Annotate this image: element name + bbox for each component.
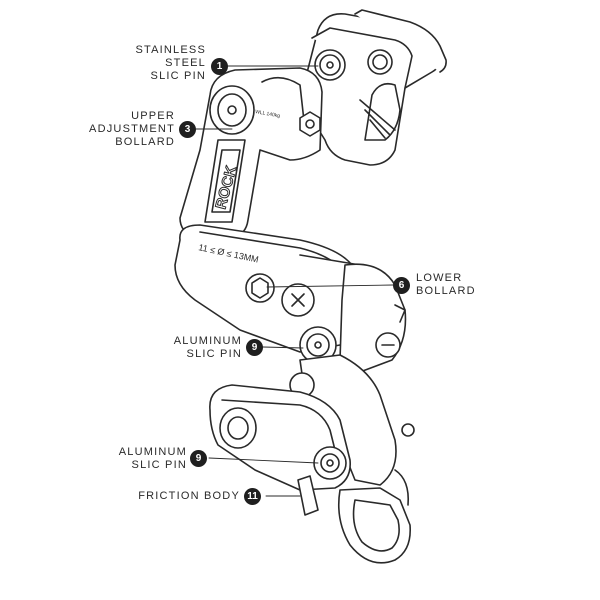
lower-link bbox=[289, 354, 397, 486]
stainless-slic-pin-graphic bbox=[314, 49, 393, 81]
aluminum-slic-pin-lower-graphic bbox=[313, 446, 347, 480]
callout-number-6: 6 bbox=[393, 277, 410, 294]
callout-number-1: 1 bbox=[211, 58, 228, 75]
side-cam bbox=[339, 263, 407, 373]
upper-adjustment-bollard-graphic bbox=[209, 85, 321, 137]
aluminum-slic-pin-upper-graphic bbox=[299, 326, 337, 364]
callout-number-3: 3 bbox=[179, 121, 196, 138]
leader-line-9a bbox=[262, 346, 304, 349]
callout-label-aluminum-slic-pin-lower: ALUMINUM SLIC PIN bbox=[118, 446, 187, 471]
leader-line-6 bbox=[266, 284, 394, 288]
callout-label-friction-body: FRICTION BODY bbox=[138, 490, 240, 502]
leader-lines bbox=[195, 65, 394, 497]
callout-label-upper-adjustment-bollard: UPPER ADJUSTMENT BOLLARD bbox=[89, 110, 175, 148]
callout-number-9-upper: 9 bbox=[246, 339, 263, 356]
leader-line-9b bbox=[208, 457, 319, 464]
callout-label-stainless-steel-slic-pin: STAINLESS STEEL SLIC PIN bbox=[135, 44, 206, 82]
callout-number-11: 11 bbox=[244, 488, 261, 505]
callout-number-9-lower: 9 bbox=[190, 450, 207, 467]
callout-label-lower-bollard: LOWER BOLLARD bbox=[416, 272, 476, 297]
lower-bollard-graphic bbox=[245, 273, 315, 317]
friction-body-graphic bbox=[297, 423, 415, 564]
callout-label-aluminum-slic-pin-upper: ALUMINUM SLIC PIN bbox=[173, 335, 242, 360]
upper-mark-engraving: WLL 140kg bbox=[255, 109, 281, 119]
upper-arm bbox=[179, 67, 323, 239]
